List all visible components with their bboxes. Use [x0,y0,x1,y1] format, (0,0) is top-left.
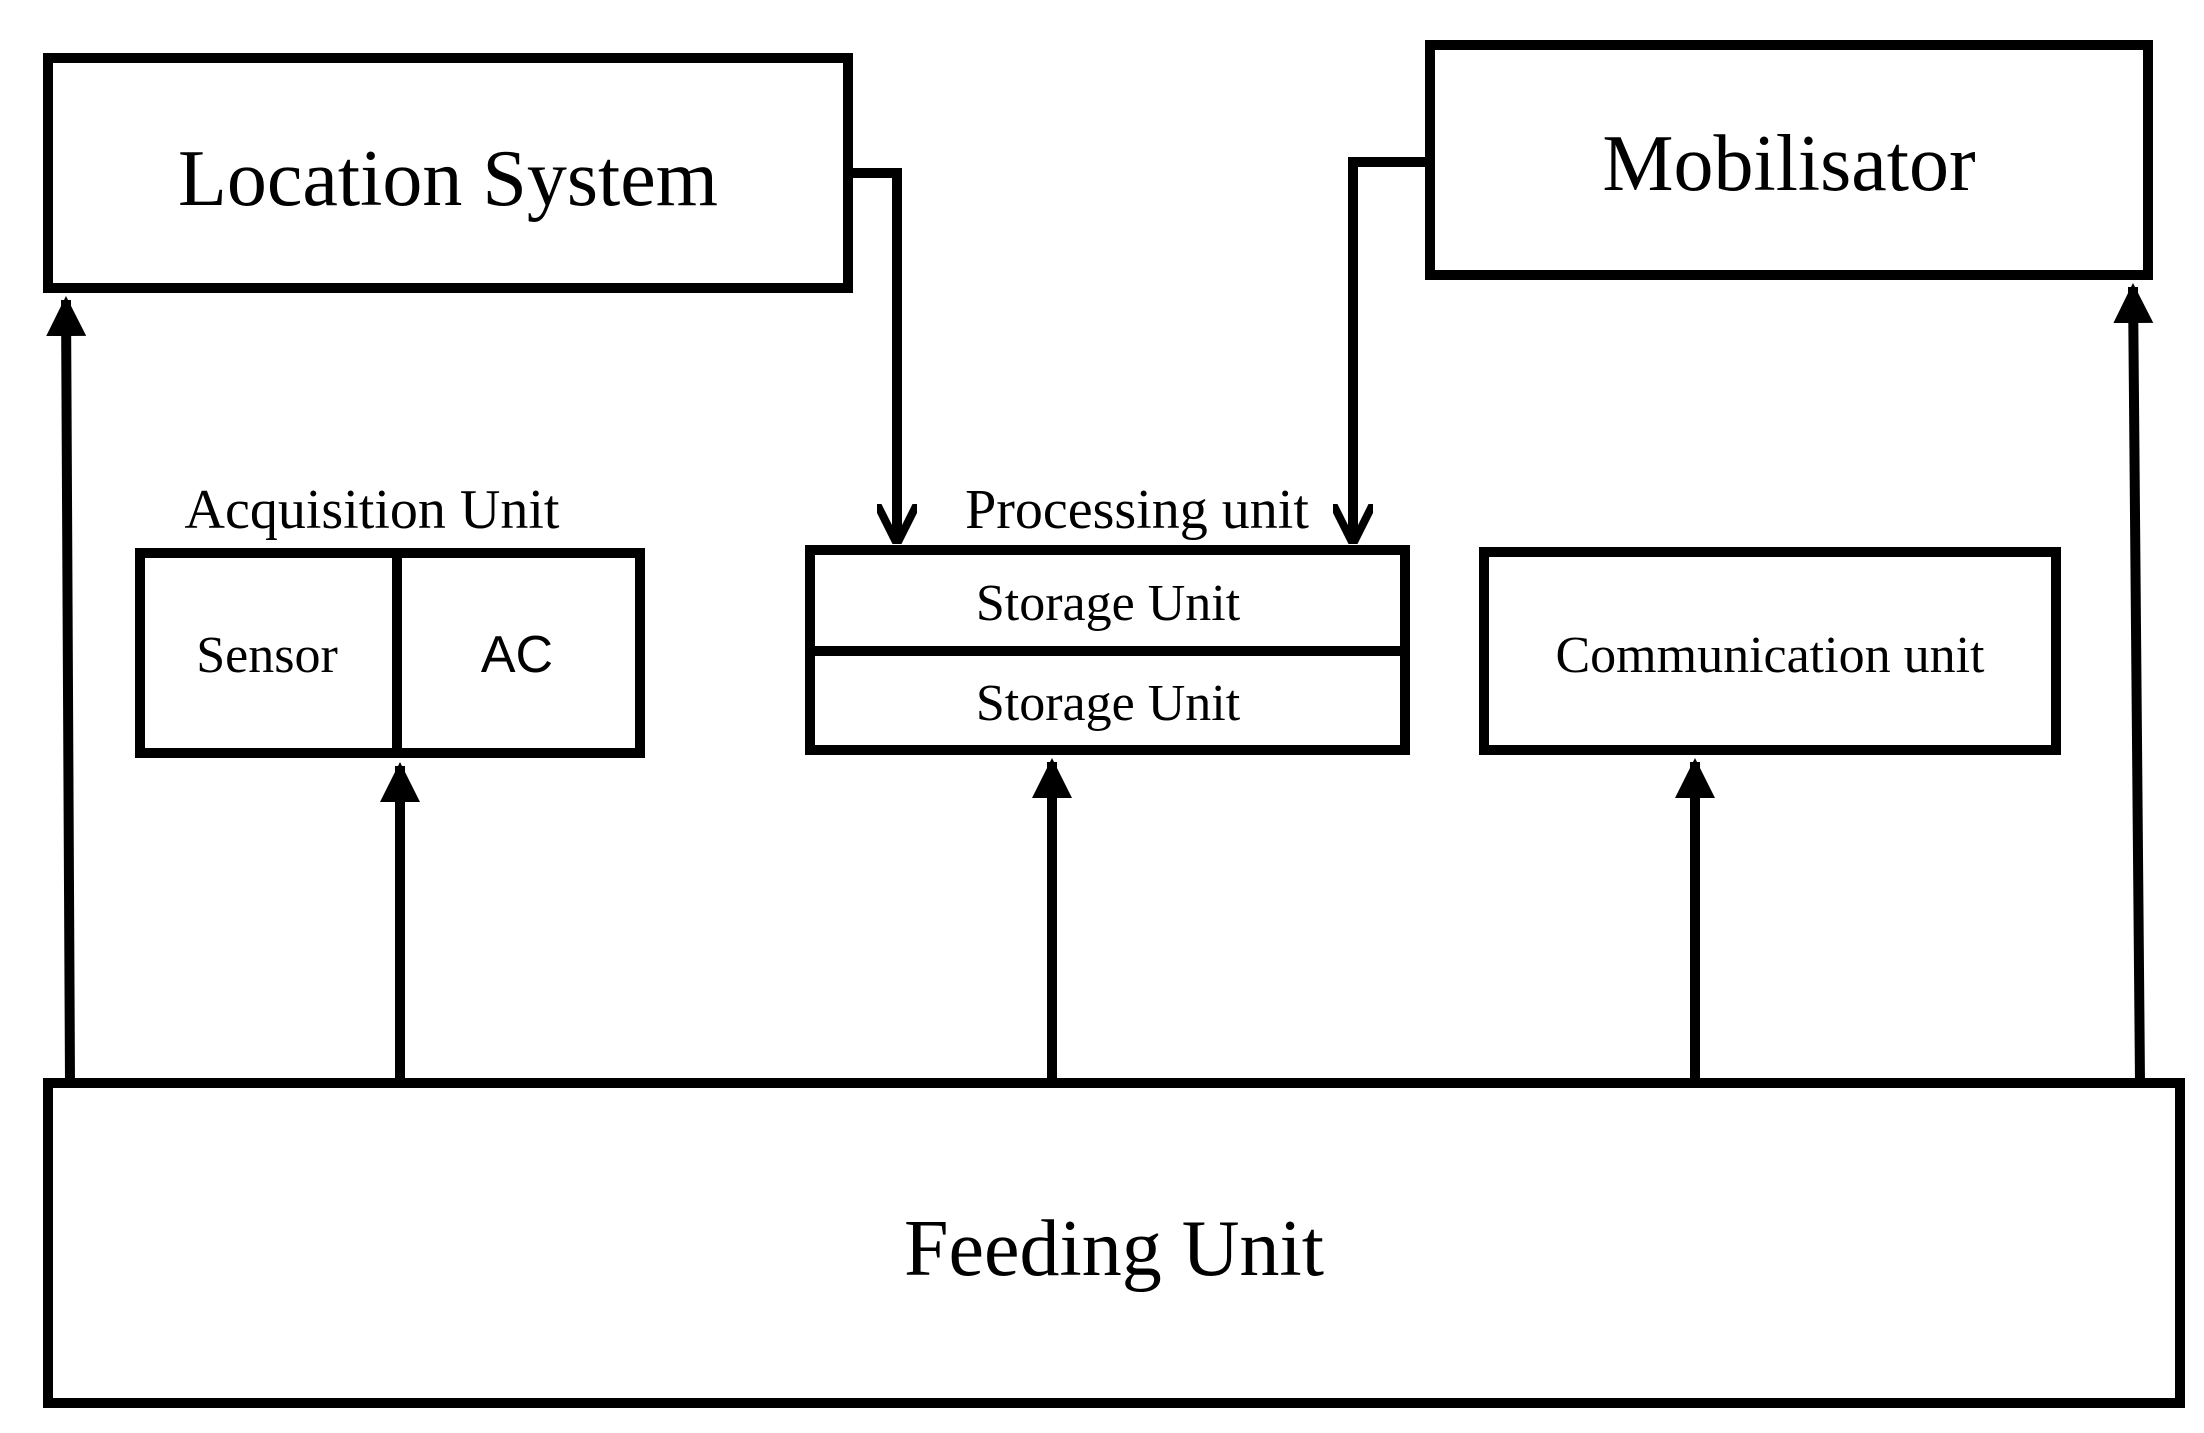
acquisition-unit-title: Acquisition Unit [185,479,560,541]
sensor-label: Sensor [196,627,338,684]
processing-unit-title: Processing unit [965,479,1309,541]
communication-unit-block: Communication unit [1479,547,2061,755]
feeding-unit-block: Feeding Unit [43,1078,2185,1408]
arrow-feeding-to-location [46,296,87,1084]
arrow-location-to-processing [848,168,897,540]
location-system-label: Location System [178,135,718,223]
processing-unit-block: Processing unit Storage Unit Storage Uni… [805,479,1410,755]
communication-unit-label: Communication unit [1556,627,1986,684]
storage-unit-top-label: Storage Unit [976,575,1241,632]
acquisition-unit-block: Acquisition Unit Sensor AC [135,479,645,758]
location-system-block: Location System [43,53,853,293]
storage-unit-bottom-label: Storage Unit [976,675,1241,732]
arrow-mobilisator-to-processing [1353,157,1430,540]
arrow-feeding-to-mobilisator [2113,283,2154,1084]
mobilisator-block: Mobilisator [1425,40,2153,280]
ac-label: AC [481,626,553,684]
feeding-unit-label: Feeding Unit [904,1205,1324,1293]
mobilisator-label: Mobilisator [1602,120,1975,208]
